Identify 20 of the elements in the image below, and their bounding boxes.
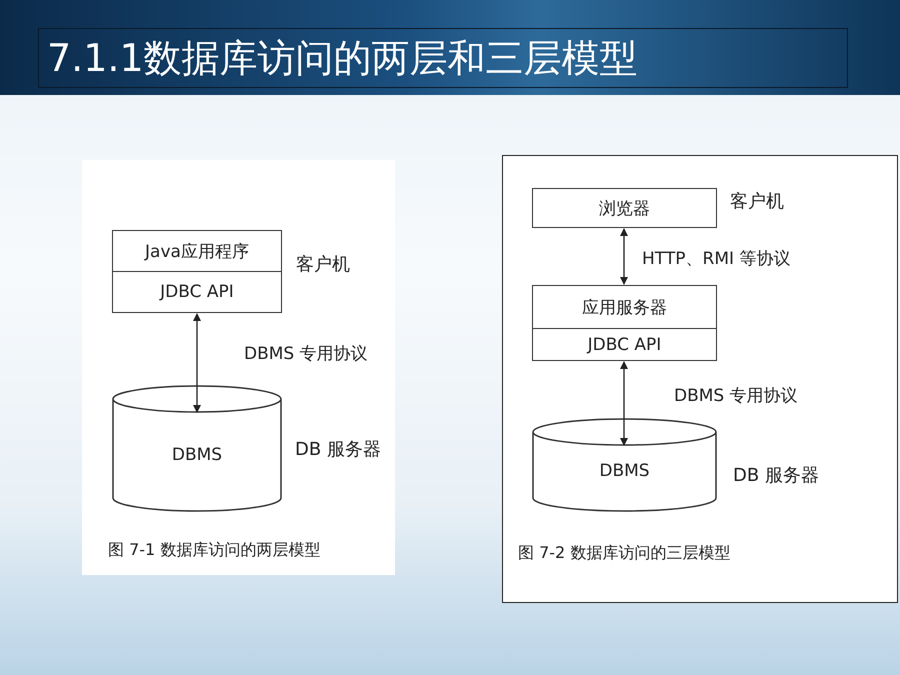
layer-label: Java应用程序 bbox=[145, 240, 249, 262]
layer-label: DBMS bbox=[172, 444, 222, 464]
arrow bbox=[620, 228, 628, 285]
layer-label: 应用服务器 bbox=[582, 296, 667, 318]
layer-box bbox=[532, 285, 717, 329]
tier-label: DB 服务器 bbox=[295, 438, 381, 461]
tier-label: 客户机 bbox=[296, 253, 350, 276]
layer-box bbox=[532, 328, 717, 361]
slide-title: 7.1.1数据库访问的两层和三层模型 bbox=[38, 28, 848, 88]
figure-caption: 图 7-1 数据库访问的两层模型 bbox=[108, 540, 320, 561]
layer-box bbox=[112, 271, 282, 313]
arrow bbox=[620, 361, 628, 446]
layer-label: 浏览器 bbox=[599, 198, 650, 220]
layer-label: JDBC API bbox=[160, 282, 234, 302]
figure-caption: 图 7-2 数据库访问的三层模型 bbox=[518, 543, 730, 564]
layer-label: DBMS bbox=[599, 461, 650, 481]
tier-label: 客户机 bbox=[730, 190, 784, 213]
tier-label: DB 服务器 bbox=[733, 464, 819, 487]
arrow bbox=[193, 313, 201, 413]
layer-label: JDBC API bbox=[588, 334, 662, 354]
